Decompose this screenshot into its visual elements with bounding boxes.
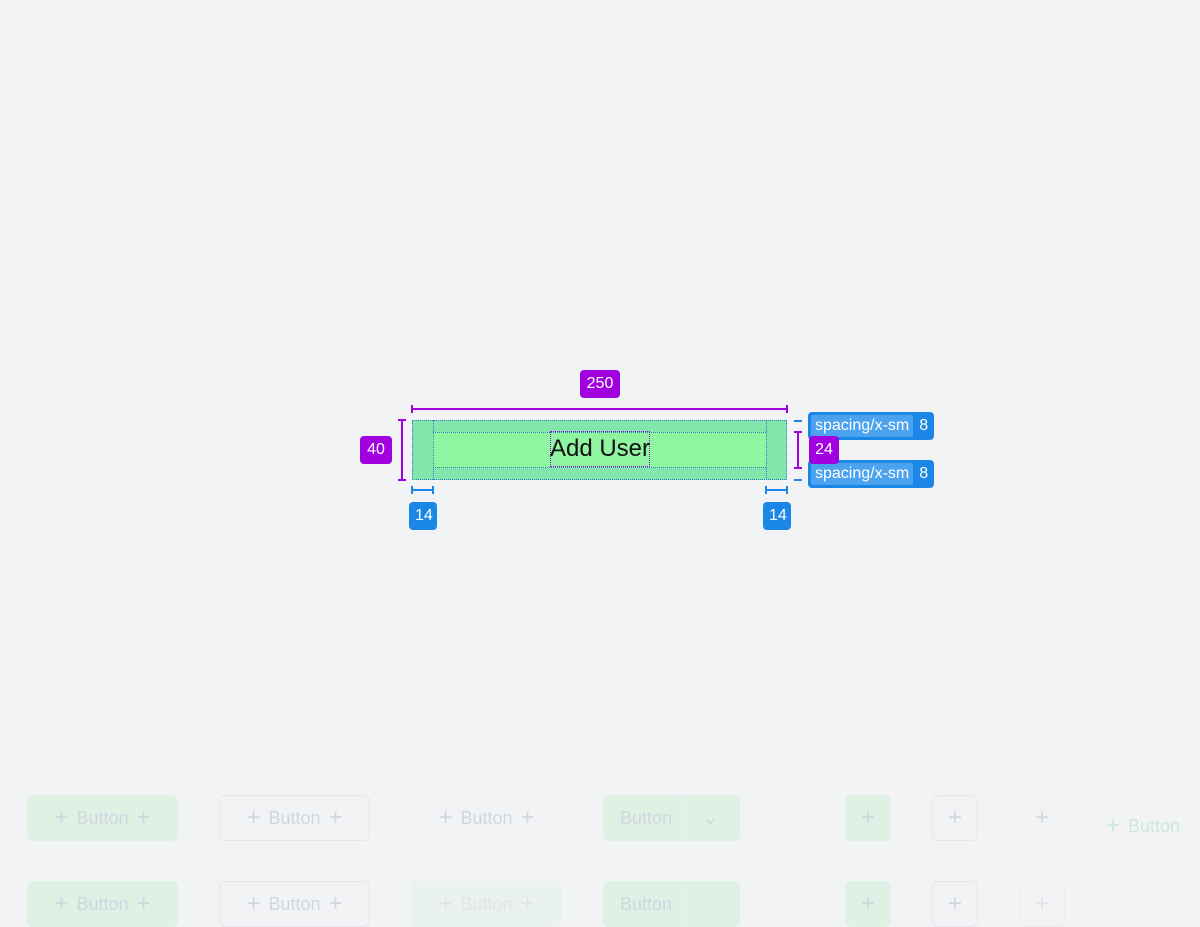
padding-left-tick-b <box>432 486 434 494</box>
plus-icon: + <box>520 890 535 917</box>
spacing-token-bottom: spacing/x-sm 8 <box>808 460 935 488</box>
height-badge: 40 <box>360 436 392 464</box>
plus-icon: + <box>136 804 151 831</box>
padding-guide-right <box>766 420 767 480</box>
plus-icon: + <box>1106 812 1121 839</box>
split-button-variant[interactable]: Button <box>603 881 740 927</box>
spacing-token-top: spacing/x-sm 8 <box>808 412 935 440</box>
token-name: spacing/x-sm <box>811 415 914 437</box>
width-badge: 250 <box>580 370 620 398</box>
outline-button-variant[interactable]: + Button + <box>219 881 370 927</box>
plus-icon: + <box>947 890 962 917</box>
plus-icon: + <box>54 804 69 831</box>
height-measure-line <box>401 420 403 480</box>
padding-right-tick-b <box>786 486 788 494</box>
add-user-button[interactable]: Add User <box>549 435 651 462</box>
plus-icon: + <box>1034 890 1049 917</box>
ghost-button-variant[interactable]: + Button + <box>411 795 562 841</box>
button-label: Button <box>268 893 321 914</box>
link-button-variant[interactable]: + Button <box>1106 803 1200 849</box>
plus-icon: + <box>328 804 343 831</box>
primary-button-variant[interactable]: + Button + <box>27 795 178 841</box>
token-value: 8 <box>919 417 929 434</box>
padding-left-measure-line <box>412 489 433 491</box>
button-label: Button <box>268 807 321 828</box>
plus-icon: + <box>136 890 151 917</box>
plus-icon: + <box>246 804 261 831</box>
height-tick-bottom <box>398 479 406 481</box>
button-label: Button <box>76 893 129 914</box>
icon-button-primary[interactable]: + <box>845 795 891 841</box>
width-tick-right <box>786 405 788 413</box>
split-button-variant[interactable]: Button ⌄ <box>603 795 740 841</box>
split-divider <box>687 881 689 927</box>
icon-button-ghost-hover[interactable]: + <box>1019 881 1065 927</box>
icon-button-ghost[interactable]: + <box>1019 795 1065 841</box>
padding-left-badge: 14 <box>409 502 437 530</box>
icon-button-outline[interactable]: + <box>932 881 978 927</box>
plus-icon: + <box>1034 804 1049 831</box>
plus-icon: + <box>860 804 875 831</box>
button-label: Button <box>1128 815 1181 836</box>
padding-right-badge: 14 <box>763 502 791 530</box>
width-measure-line <box>412 408 787 410</box>
plus-icon: + <box>438 890 453 917</box>
inspected-button-content-area <box>433 432 766 468</box>
spacing-tick-bottom <box>794 479 802 481</box>
token-name: spacing/x-sm <box>811 463 914 485</box>
plus-icon: + <box>246 890 261 917</box>
button-label: Button <box>620 807 673 828</box>
ghost-button-variant-hover[interactable]: + Button + <box>411 881 562 927</box>
text-bounding-box <box>550 431 650 467</box>
button-label: Button <box>460 807 513 828</box>
padding-guide-left <box>433 420 434 480</box>
plus-icon: + <box>328 890 343 917</box>
chevron-down-icon[interactable]: ⌄ <box>702 807 719 829</box>
plus-icon: + <box>54 890 69 917</box>
outline-button-variant[interactable]: + Button + <box>219 795 370 841</box>
plus-icon: + <box>947 804 962 831</box>
plus-icon: + <box>860 890 875 917</box>
padding-right-measure-line <box>766 489 787 491</box>
primary-button-variant[interactable]: + Button + <box>27 881 178 927</box>
button-label: Button <box>460 893 513 914</box>
plus-icon: + <box>520 804 535 831</box>
split-divider <box>687 795 689 841</box>
spacing-tick-top <box>794 420 802 422</box>
button-label: Button <box>76 807 129 828</box>
button-label: Button <box>620 893 673 914</box>
icon-button-primary[interactable]: + <box>845 881 891 927</box>
content-height-badge: 24 <box>809 436 839 464</box>
token-value: 8 <box>919 465 929 482</box>
icon-button-outline[interactable]: + <box>932 795 978 841</box>
plus-icon: + <box>438 804 453 831</box>
content-height-tick-bottom <box>794 467 802 469</box>
content-height-measure-line <box>797 432 799 468</box>
